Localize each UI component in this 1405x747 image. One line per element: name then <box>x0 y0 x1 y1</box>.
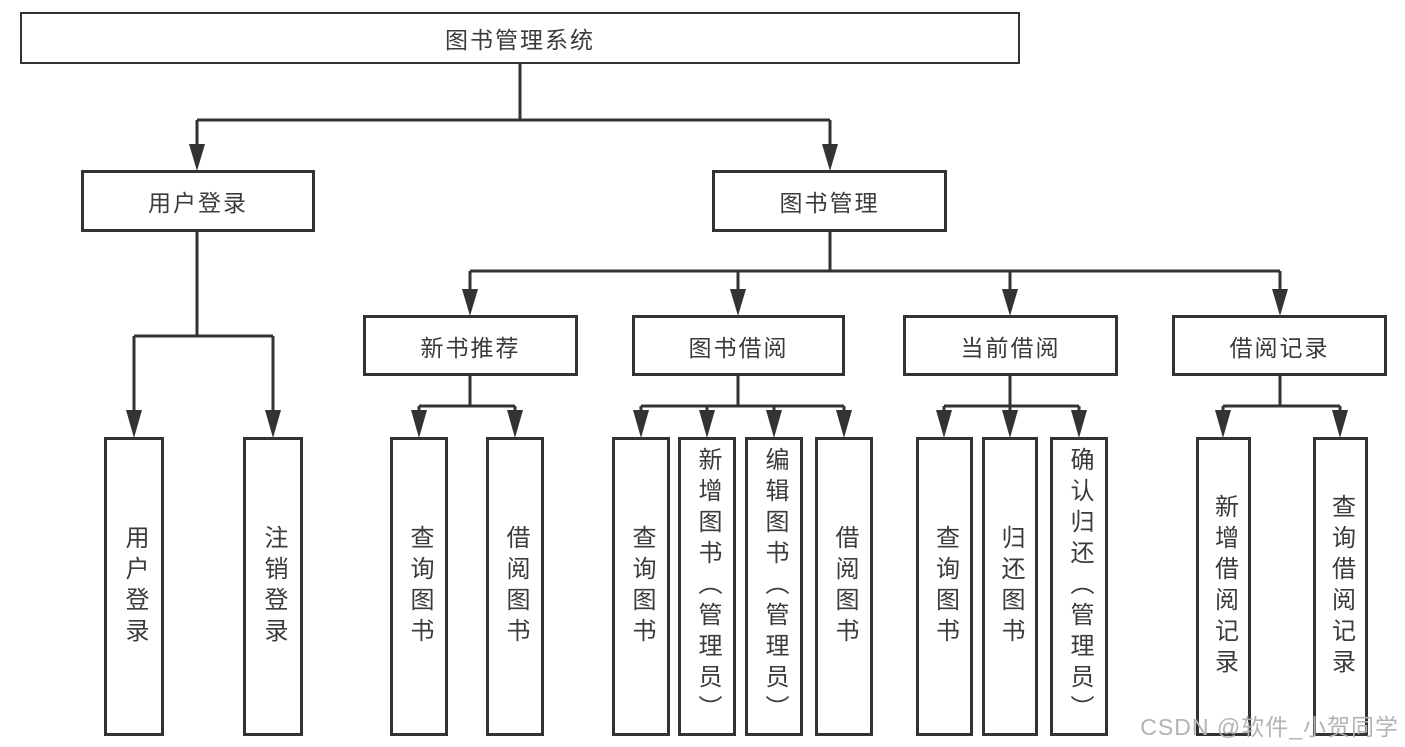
node-current-borrowing: 当前借阅 <box>903 315 1118 376</box>
node-book-borrowing: 图书借阅 <box>632 315 845 376</box>
node-leaf-confirm-return-admin: 确认归还（管理员） <box>1050 437 1108 736</box>
node-leaf-query-books-2: 查询图书 <box>612 437 670 736</box>
node-new-book-recommend: 新书推荐 <box>363 315 578 376</box>
node-leaf-query-borrow-record: 查询借阅记录 <box>1313 437 1368 736</box>
node-leaf-borrow-books-1: 借阅图书 <box>486 437 544 736</box>
node-leaf-user-login: 用户登录 <box>104 437 164 736</box>
node-leaf-return-books: 归还图书 <box>982 437 1038 736</box>
node-leaf-logout: 注销登录 <box>243 437 303 736</box>
node-leaf-add-borrow-record: 新增借阅记录 <box>1196 437 1251 736</box>
arrowheads <box>126 144 1348 438</box>
node-leaf-query-books-3: 查询图书 <box>916 437 973 736</box>
node-leaf-add-books-admin: 新增图书（管理员） <box>678 437 736 736</box>
node-user-login: 用户登录 <box>81 170 315 232</box>
node-borrowing-records: 借阅记录 <box>1172 315 1387 376</box>
node-library-management-system: 图书管理系统 <box>20 12 1020 64</box>
node-leaf-query-books-1: 查询图书 <box>390 437 448 736</box>
node-leaf-edit-books-admin: 编辑图书（管理员） <box>745 437 803 736</box>
node-leaf-borrow-books-2: 借阅图书 <box>815 437 873 736</box>
csdn-watermark: CSDN @软件_小贺同学 <box>1140 714 1399 740</box>
node-book-management: 图书管理 <box>712 170 947 232</box>
